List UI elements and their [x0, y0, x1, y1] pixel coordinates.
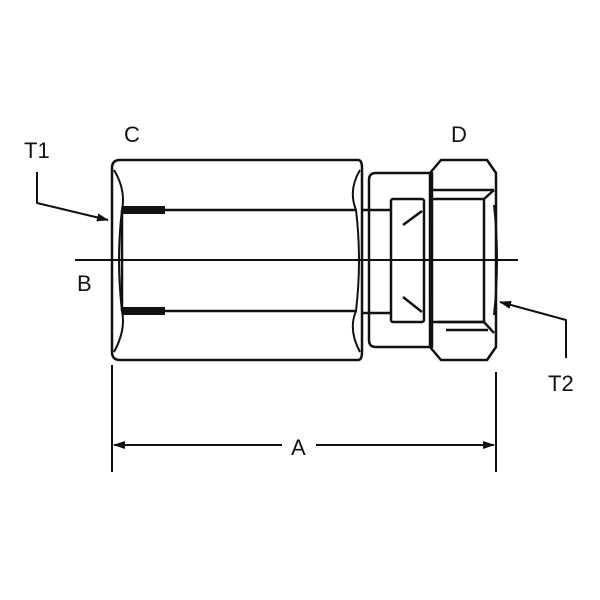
label-a: A — [291, 435, 306, 460]
dimension-a — [111, 365, 497, 472]
label-b: B — [77, 271, 92, 296]
thread-stub-bottom — [122, 307, 165, 315]
label-d: D — [451, 122, 467, 147]
leader-t2 — [499, 301, 567, 358]
label-t2: T2 — [548, 371, 574, 396]
leader-t1 — [36, 172, 109, 222]
label-t1: T1 — [24, 138, 50, 163]
thread-stub-top — [122, 206, 165, 214]
label-c: C — [124, 122, 140, 147]
